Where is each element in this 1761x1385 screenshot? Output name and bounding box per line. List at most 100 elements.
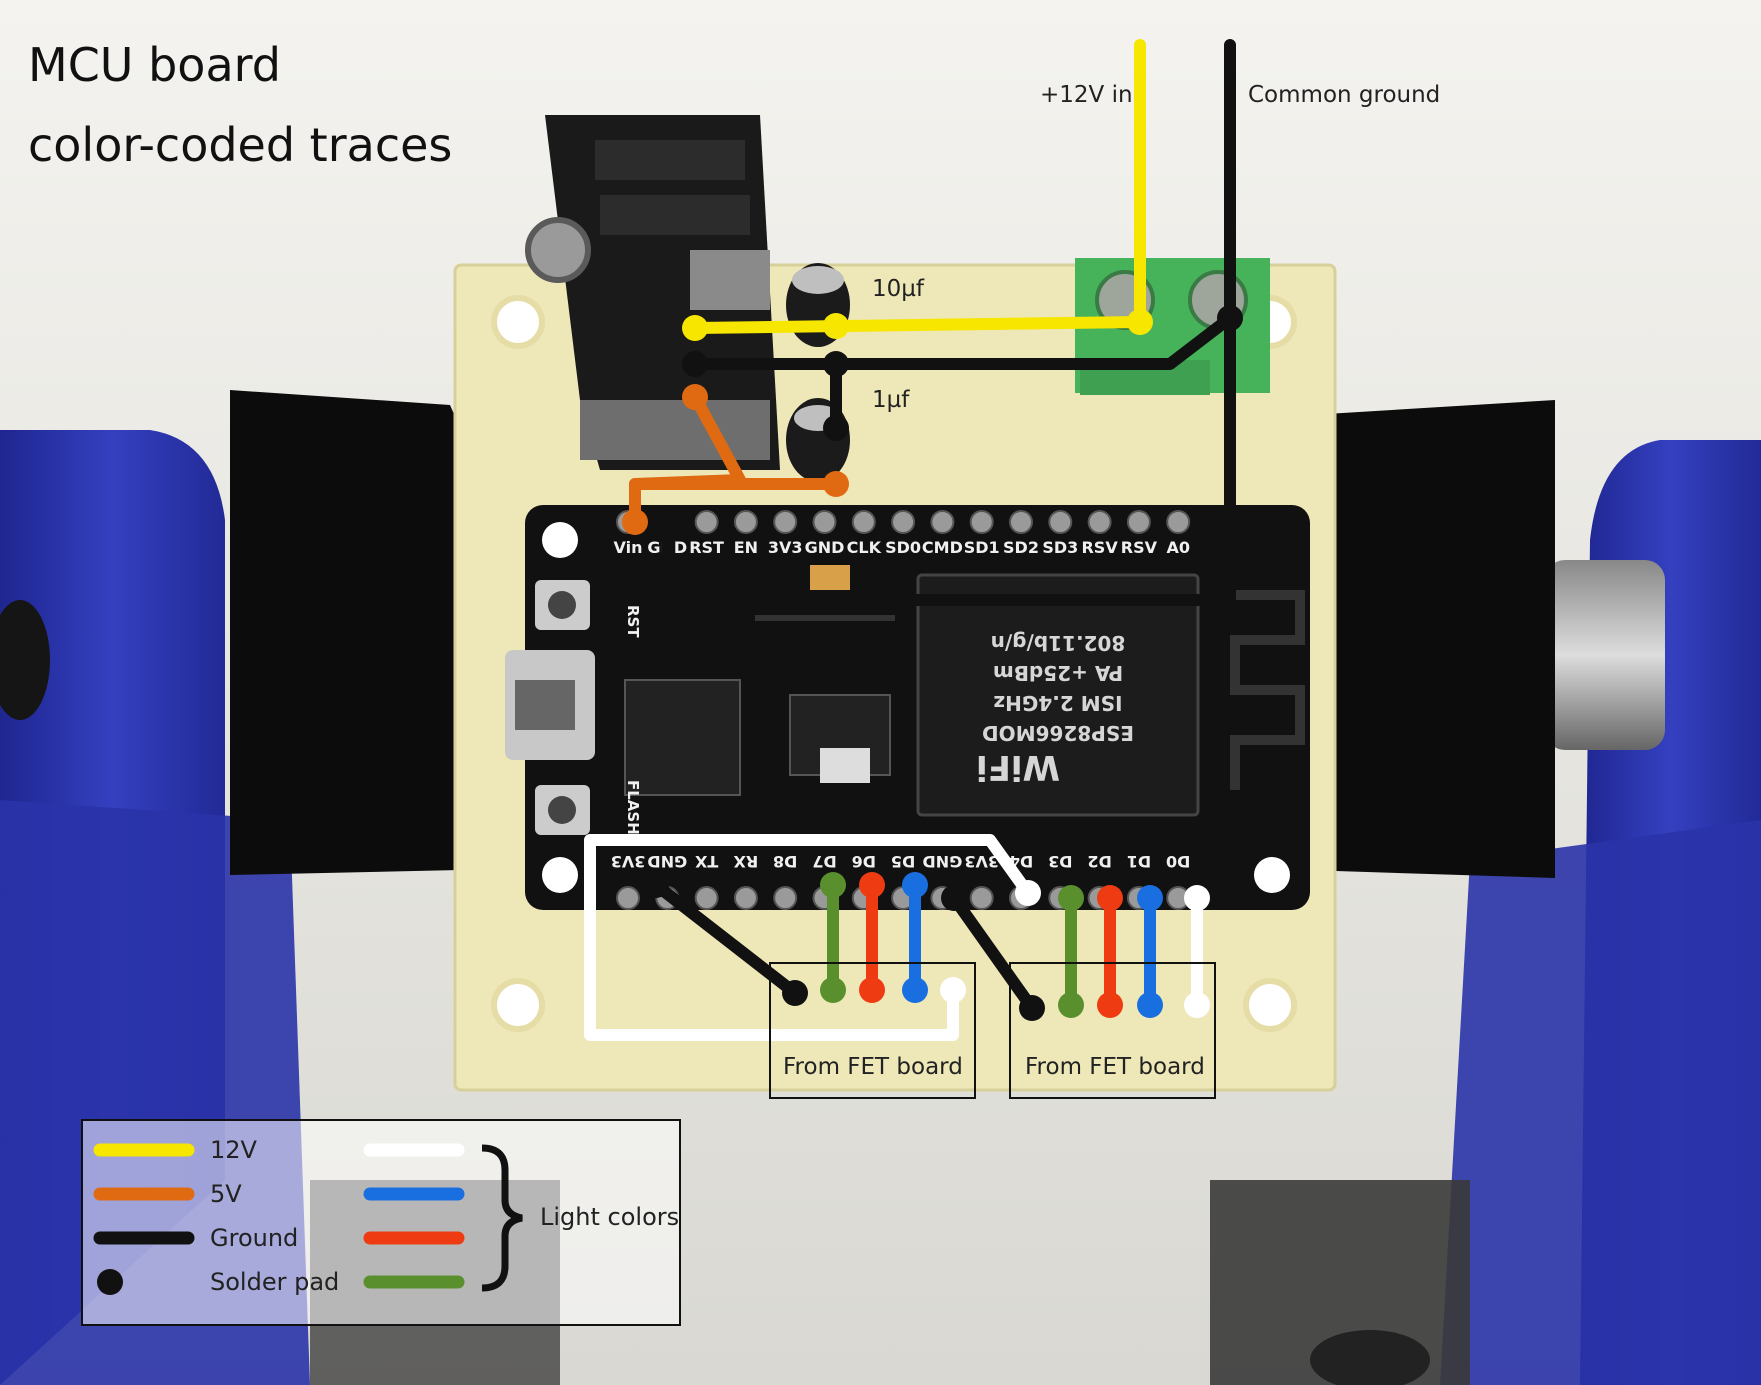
solder-pad-light xyxy=(940,977,966,1003)
silkscreen-pin-label: D7 xyxy=(812,852,836,871)
silkscreen-pin-label: Vin xyxy=(614,538,643,557)
legend-light-colors-label: Light colors xyxy=(540,1203,679,1231)
silkscreen-pin-label: D5 xyxy=(891,852,915,871)
legend-light-swatches xyxy=(363,1143,465,1289)
legend-item-label: 5V xyxy=(210,1180,242,1208)
solder-pad-light xyxy=(1184,885,1210,911)
solder-pad-5v xyxy=(682,384,708,410)
nodemcu-board xyxy=(505,505,1310,910)
silkscreen-module-line: PA +25dBm xyxy=(993,661,1123,685)
solder-pad-ground xyxy=(682,351,708,377)
legend-item-label: Ground xyxy=(210,1224,298,1252)
solder-pad-light xyxy=(859,977,885,1003)
silkscreen-wifi-logo: WiFi xyxy=(976,747,1060,787)
fet-box-right xyxy=(1009,962,1216,1099)
right-spring xyxy=(1545,560,1665,750)
label-12v-in: +12V in xyxy=(1040,82,1133,108)
voltage-regulator xyxy=(525,115,780,470)
solder-pad-light xyxy=(859,872,885,898)
silkscreen-pin-label: D3 xyxy=(1048,852,1072,871)
silkscreen-pin-label: SD2 xyxy=(1003,538,1039,557)
silkscreen-pin-label: GND xyxy=(805,538,845,557)
solder-pad-light xyxy=(1137,885,1163,911)
header-pin-bottom xyxy=(773,886,798,910)
silkscreen-pin-label: D0 xyxy=(1166,852,1190,871)
silkscreen-pin-label: RSV xyxy=(1121,538,1158,557)
trace-white-loop xyxy=(584,834,1034,1041)
silkscreen-pin-label: D6 xyxy=(852,852,876,871)
silkscreen-pin-label: RSV xyxy=(1081,538,1118,557)
header-pin-bottom xyxy=(969,886,994,910)
solder-pad-light xyxy=(1058,885,1084,911)
solder-pad-12v xyxy=(1127,309,1153,335)
silkscreen-pin-label: GND xyxy=(647,852,687,871)
solder-pad-light xyxy=(820,872,846,898)
header-pin-top xyxy=(812,510,837,534)
header-pin-top xyxy=(1126,510,1151,534)
header-pin-top xyxy=(694,510,719,534)
silkscreen-pin-label: 3V3 xyxy=(768,538,803,557)
header-pin-top xyxy=(1048,510,1073,534)
header-pin-top xyxy=(1009,510,1033,534)
silkscreen-pin-label: SD3 xyxy=(1042,538,1078,557)
left-clip xyxy=(230,390,470,875)
solder-pad-light xyxy=(1137,992,1163,1018)
silkscreen-pin-label: A0 xyxy=(1166,538,1190,557)
solder-pad-ground xyxy=(643,872,669,898)
solder-pad-light xyxy=(902,872,928,898)
header-pin-bottom xyxy=(694,886,719,910)
trace-12v-bus xyxy=(689,316,1146,334)
header-pin-top xyxy=(1166,510,1191,534)
solder-pad-light xyxy=(902,977,928,1003)
header-pin-bottom xyxy=(616,886,640,910)
traces xyxy=(584,39,1243,1041)
silkscreen-pin-label: RX xyxy=(733,852,758,871)
solder-pad-12v xyxy=(682,315,708,341)
solder-pad-light xyxy=(820,977,846,1003)
label-fet-right: From FET board xyxy=(1025,1054,1205,1080)
header-pin-top xyxy=(1087,510,1112,534)
silkscreen-module-line: ISM 2.4GHz xyxy=(994,691,1123,715)
silkscreen-pin-label: D2 xyxy=(1087,852,1111,871)
silkscreen-pin-label: 3V3 xyxy=(964,852,999,871)
header-pin-top xyxy=(733,510,758,534)
label-common-ground: Common ground xyxy=(1248,82,1440,108)
trace-ground-fet-right xyxy=(948,892,1038,1014)
silkscreen-flash-label: FLASH xyxy=(624,780,642,835)
header-pin-top xyxy=(930,510,955,534)
solder-pad-ground xyxy=(823,351,849,377)
title-line-1: MCU board xyxy=(28,38,281,92)
solder-pad-light xyxy=(1097,885,1123,911)
silkscreen-module-line: 802.11b/g/n xyxy=(991,631,1126,655)
silkscreen-pin-label: D8 xyxy=(773,852,797,871)
label-fet-left: From FET board xyxy=(783,1054,963,1080)
silkscreen-pin-label: SD1 xyxy=(964,538,1000,557)
solder-pad-ground xyxy=(782,980,808,1006)
header-pin-bottom xyxy=(733,886,758,910)
label-cap-1uf: 1µf xyxy=(872,387,910,413)
silkscreen-pin-label: CMD xyxy=(922,538,963,557)
label-cap-10uf: 10µf xyxy=(872,276,925,302)
legend-item-label: 12V xyxy=(210,1136,258,1164)
silkscreen-pin-label: SD0 xyxy=(885,538,921,557)
solder-pad-light xyxy=(1097,992,1123,1018)
legend-brace xyxy=(481,1144,523,1292)
header-pin-top xyxy=(969,510,994,534)
solder-pad-ground xyxy=(1019,995,1045,1021)
fet-box-left xyxy=(769,962,976,1099)
header-pin-top xyxy=(851,510,876,534)
solder-pad-12v xyxy=(823,313,849,339)
solder-pad-ground xyxy=(941,885,967,911)
silkscreen-pin-label: 3V3 xyxy=(611,852,646,871)
solder-pad-ground xyxy=(1217,305,1243,331)
header-pin-top xyxy=(891,510,916,534)
legend-swatch-solder-pad xyxy=(97,1269,123,1295)
silkscreen-rst-label: RST xyxy=(624,605,642,638)
silkscreen-pin-label: CLK xyxy=(847,538,882,557)
solder-pad-ground xyxy=(823,415,849,441)
header-pin-top xyxy=(773,510,798,534)
